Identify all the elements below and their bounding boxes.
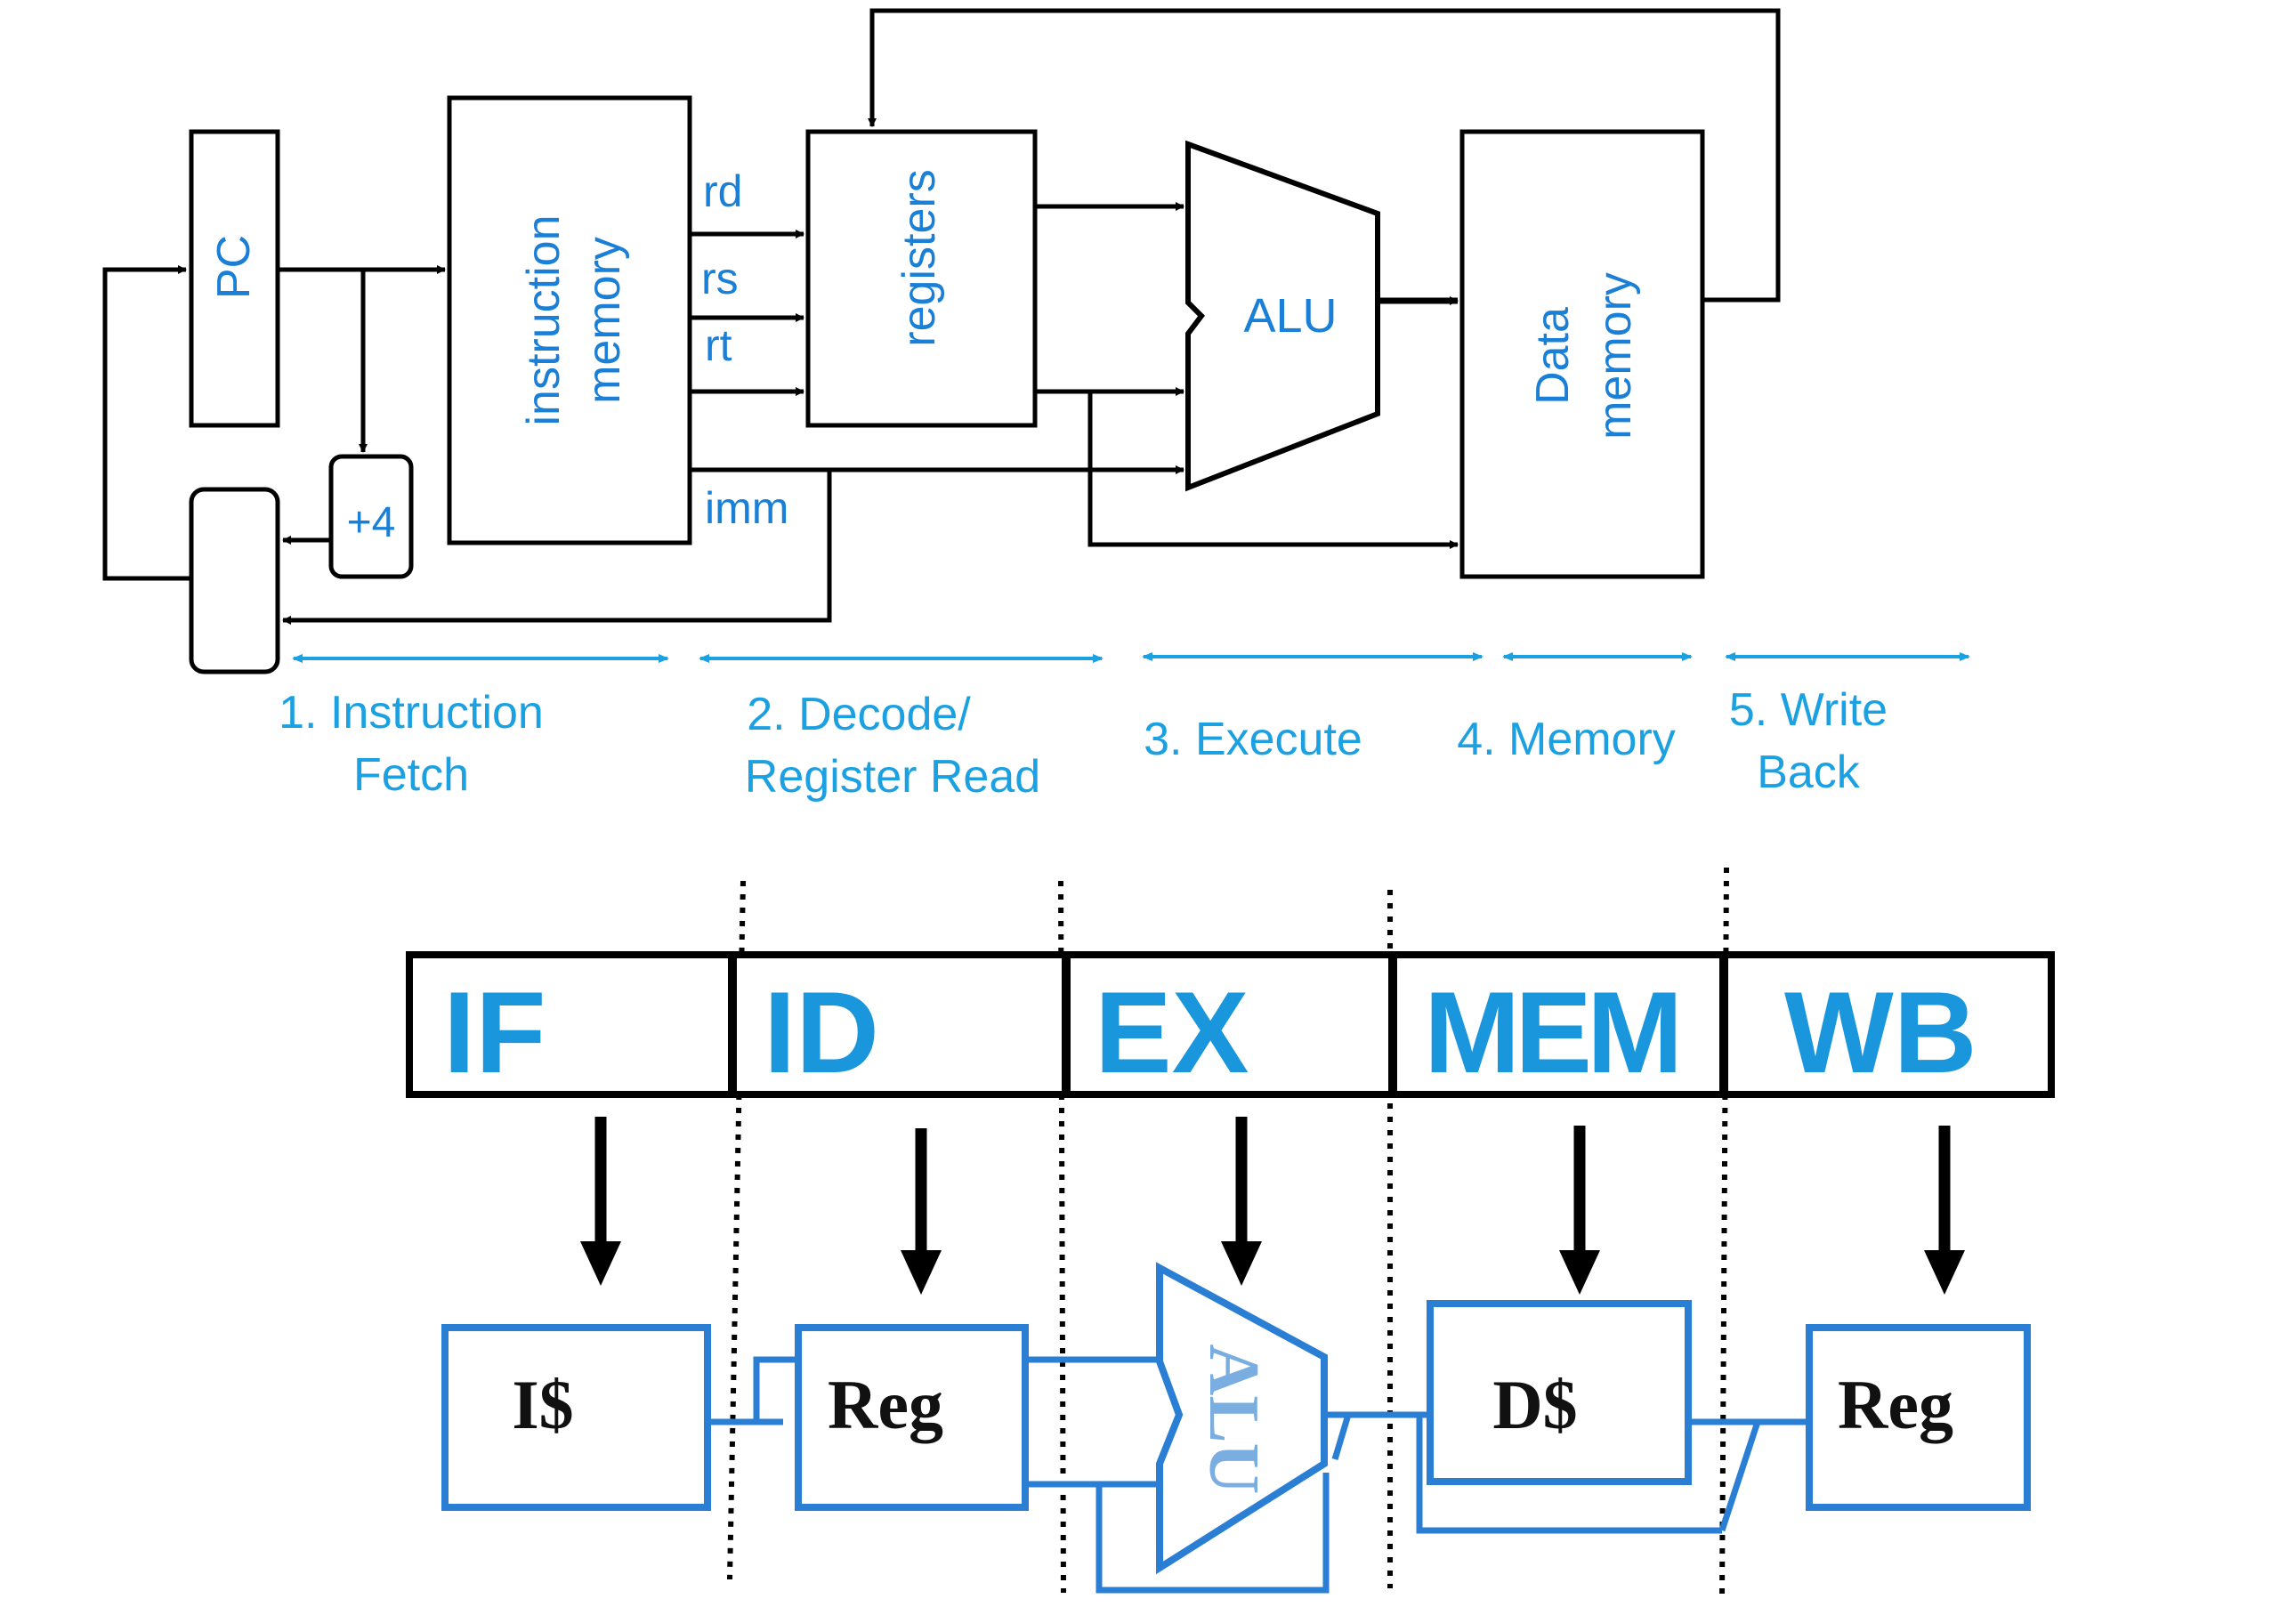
pc-mux — [189, 487, 280, 674]
datapath-wires — [102, 8, 1781, 625]
dcache-box — [1427, 1300, 1692, 1485]
stage-2-label-line1: 2. Decode/ — [747, 689, 971, 740]
stage-ex: EX — [1095, 967, 1249, 1097]
register-file: registers — [805, 129, 1038, 428]
signal-rs: rs — [701, 254, 739, 303]
stage-4-label: 4. Memory — [1457, 714, 1676, 765]
stage-3-label: 3. Execute — [1144, 714, 1362, 765]
pipeline-units: I$ Reg ALU D$ Reg — [441, 1262, 2031, 1575]
instruction-memory-label-line2: memory — [578, 237, 630, 404]
data-memory-label-line1: Data — [1527, 307, 1579, 405]
alu-unit: ALU — [1185, 140, 1380, 492]
stage-wb: WB — [1784, 967, 1977, 1097]
plus4-adder: +4 — [328, 454, 414, 579]
stage-mem: MEM — [1424, 967, 1678, 1097]
data-memory-label-line2: memory — [1589, 272, 1641, 440]
stage-labels: 1. Instruction Fetch 2. Decode/ Register… — [279, 684, 1888, 803]
pipeline-section: IF ID EX MEM WB I$ Reg — [406, 867, 2055, 1603]
register-write-label: Reg — [1838, 1366, 1953, 1443]
registers-label: registers — [893, 169, 945, 346]
signal-rd: rd — [703, 166, 742, 216]
pipeline-alu-label: ALU — [1194, 1344, 1273, 1495]
pipeline-wires — [707, 1356, 1809, 1594]
signal-labels: rd rs rt imm — [701, 166, 788, 533]
stage-2-label-line2: Register Read — [745, 751, 1040, 803]
top-datapath: PC instruction memory registers ALU Data… — [102, 8, 1970, 803]
pc-register: PC — [189, 129, 280, 428]
pipeline-stage-bar: IF ID EX MEM WB — [406, 951, 2055, 1098]
stage-5-label-line2: Back — [1757, 747, 1861, 798]
pipeline-alu — [1156, 1262, 1328, 1575]
pc-label: PC — [208, 235, 260, 299]
signal-rt: rt — [705, 320, 732, 370]
register-read-label: Reg — [828, 1366, 943, 1443]
plus4-label: +4 — [347, 499, 396, 546]
register-write-box — [1806, 1324, 2031, 1511]
stage-span-arrows — [292, 652, 1970, 663]
instruction-memory: instruction memory — [447, 95, 692, 545]
icache-box — [441, 1324, 711, 1511]
stage-if: IF — [443, 967, 546, 1097]
stage-1-label-line1: 1. Instruction — [279, 687, 544, 739]
stage-5-label-line1: 5. Write — [1729, 684, 1888, 736]
stage-1-label-line2: Fetch — [353, 749, 469, 801]
icache-label: I$ — [512, 1366, 573, 1443]
instruction-memory-label-line1: instruction — [518, 215, 570, 426]
dcache-label: D$ — [1492, 1366, 1577, 1443]
register-read-box — [795, 1324, 1029, 1511]
signal-imm: imm — [705, 483, 788, 533]
stage-down-arrows — [580, 1117, 1965, 1295]
alu-label: ALU — [1243, 289, 1337, 343]
data-memory: Data memory — [1459, 129, 1705, 579]
stage-id: ID — [764, 967, 879, 1097]
